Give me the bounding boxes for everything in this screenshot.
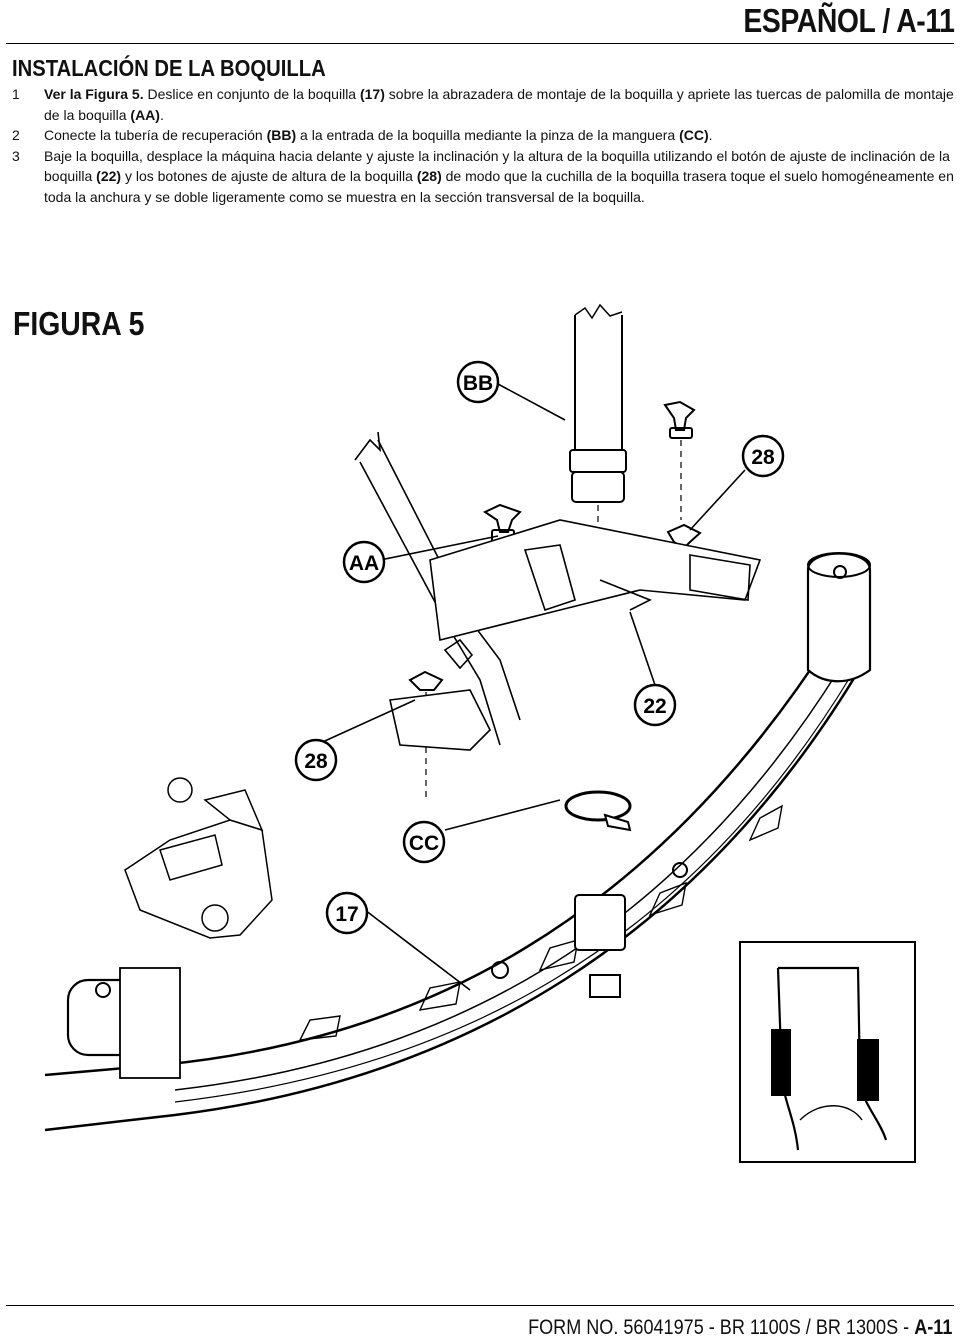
step-text-part: sobre la abrazadera de montaje de la boq… xyxy=(44,86,954,123)
part-ref: (AA) xyxy=(130,106,160,123)
footer-divider xyxy=(6,1305,954,1306)
step-text: Ver la Figura 5. Deslice en conjunto de … xyxy=(44,84,957,125)
step-number: 2 xyxy=(12,127,20,143)
callout-badges xyxy=(294,360,785,935)
callout-28-circle xyxy=(294,738,338,782)
part-ref: (17) xyxy=(359,86,385,102)
instruction-steps: 1 Ver la Figura 5. Deslice en conjunto d… xyxy=(12,84,957,207)
callout-bb: BB xyxy=(463,372,493,395)
step-text: Conecte la tubería de recuperación (BB) … xyxy=(44,125,957,146)
step-text-part: Deslice en conjunto de la boquilla xyxy=(143,86,360,102)
scrubber-machine-thumbnail xyxy=(124,777,273,939)
step-number: 1 xyxy=(12,86,20,102)
callout-aa: AA xyxy=(349,552,379,575)
callout-aa-circle xyxy=(342,540,386,584)
part-ref: (22) xyxy=(96,168,122,184)
callout-17-circle xyxy=(325,891,369,935)
part-ref: (BB) xyxy=(266,127,297,143)
callout-cc-circle xyxy=(402,820,446,864)
callout-28-circle xyxy=(741,434,785,478)
callout-28-lower: 28 xyxy=(304,750,328,773)
step-text-part: y los botones de ajuste de altura de la … xyxy=(121,168,417,184)
adjustment-knob-drawings xyxy=(408,400,702,800)
step-text-part: Conecte la tubería de recuperación xyxy=(44,127,267,143)
step-text-part: . xyxy=(159,106,164,123)
step-number: 3 xyxy=(12,147,20,164)
footer-form-number: FORM NO. 56041975 - BR 1100S / BR 1300S … xyxy=(528,1316,952,1340)
header-divider xyxy=(6,43,954,44)
step-1: 1 Ver la Figura 5. Deslice en conjunto d… xyxy=(12,84,957,125)
section-title: INSTALACIÓN DE LA BOQUILLA xyxy=(12,55,326,81)
part-ref: (28) xyxy=(416,168,442,184)
callout-cc: CC xyxy=(409,832,439,855)
callout-28-upper: 28 xyxy=(751,446,775,469)
step-2: 2 Conecte la tubería de recuperación (BB… xyxy=(12,125,957,146)
callout-bb-circle xyxy=(456,360,500,404)
recovery-tube-drawing xyxy=(569,303,627,570)
mounting-bracket-drawing xyxy=(354,431,762,751)
footer-form-text: FORM NO. 56041975 - BR 1100S / BR 1300S … xyxy=(527,1316,914,1339)
step-3: 3 Baje la boquilla, desplace la máquina … xyxy=(12,146,957,208)
nozzle-assembly-drawing xyxy=(44,552,872,1132)
part-ref: (CC) xyxy=(679,127,709,143)
figure-label: FIGURA 5 xyxy=(13,305,145,342)
hose-clamp-drawing xyxy=(564,790,632,832)
step-text-part: Baje la boquilla, desplace la máquina ha… xyxy=(44,147,950,185)
figure-reference: Ver la Figura 5. xyxy=(44,86,144,102)
callout-17: 17 xyxy=(335,903,358,926)
page-header-title: ESPAÑOL / A-11 xyxy=(742,2,955,39)
nozzle-cross-section-inset xyxy=(739,941,916,1163)
step-text-part: a la entrada de la boquilla mediante la … xyxy=(296,127,680,143)
callout-22: 22 xyxy=(643,695,666,718)
step-text-part: . xyxy=(708,127,713,143)
step-text-part: de modo que la cuchilla de la boquilla t… xyxy=(44,168,954,205)
callout-labels: BB AA 28 28 22 CC 17 xyxy=(304,372,775,926)
callout-leader-lines xyxy=(315,383,746,991)
callout-22-circle xyxy=(633,683,677,727)
step-text: Baje la boquilla, desplace la máquina ha… xyxy=(44,146,957,208)
footer-page-number: A-11 xyxy=(913,1316,952,1339)
